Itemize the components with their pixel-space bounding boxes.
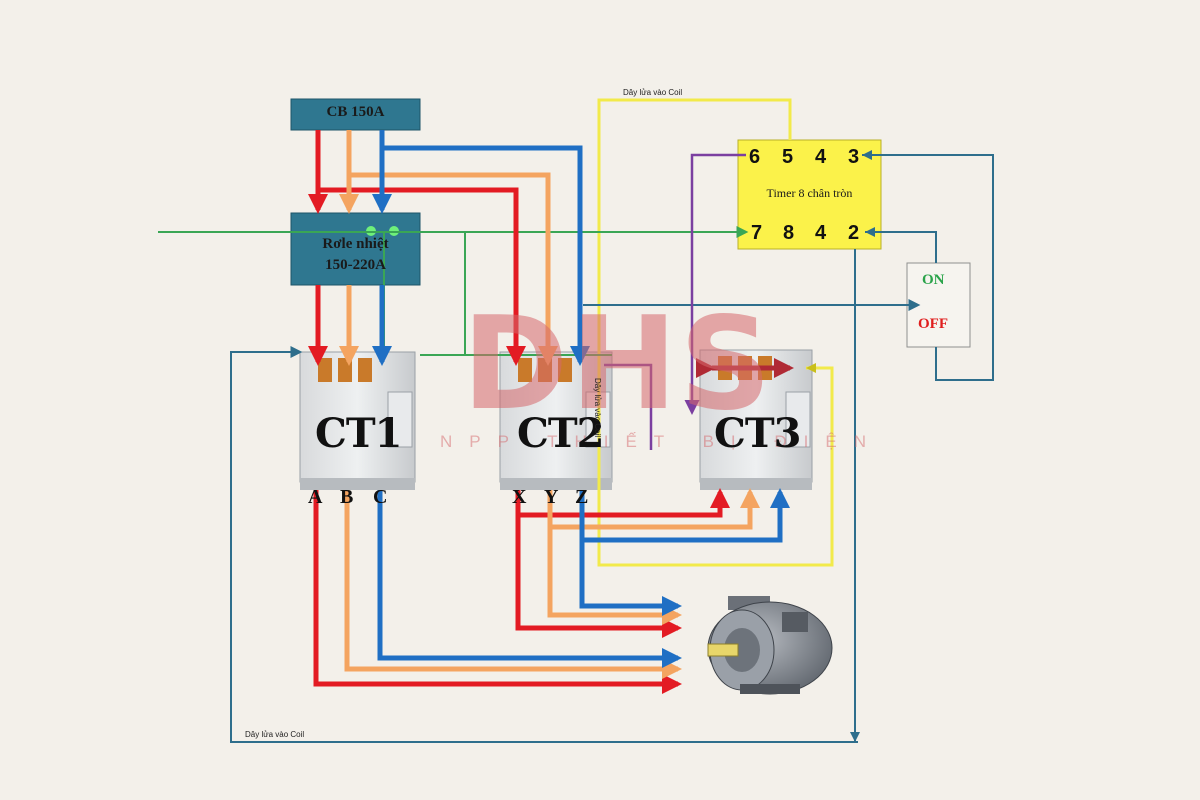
timer-pin-2: 2: [848, 222, 860, 244]
timer-pin-6: 6: [749, 146, 761, 168]
wire-note-ct2: Dây lửa vào Coil: [593, 378, 602, 438]
wire-note-bottom: Dây lửa vào Coil: [245, 730, 305, 739]
timer-pin-7: 7: [751, 222, 763, 244]
purple-wires: [604, 153, 746, 450]
timer-pin-5: 5: [782, 146, 794, 168]
on-button[interactable]: ON: [922, 272, 945, 288]
cb-label: CB 150A: [326, 104, 385, 120]
ct3-label: CT3: [714, 410, 801, 457]
watermark-subtitle: NPP THIẾT BỊ ĐIỆN: [440, 432, 883, 451]
ct1-label: CT1: [315, 410, 402, 457]
relay-label-line2: 150-220A: [325, 257, 386, 273]
watermark-brand: DHS: [462, 290, 774, 439]
timer-box: [737, 139, 882, 250]
steelblue-wires: [230, 154, 994, 743]
steelblue-arrowhead-3: [850, 732, 860, 742]
terminal-y: Y: [544, 486, 559, 508]
steelblue-arrowhead-2: [865, 227, 875, 237]
motor-image: [707, 596, 833, 695]
ct2-label: CT2: [517, 410, 604, 457]
timer-pin-4: 4: [815, 146, 827, 168]
timer-pin-3: 3: [848, 146, 860, 168]
terminal-c: C: [373, 486, 388, 508]
terminal-b: B: [340, 486, 354, 508]
relay-label-line1: Rơle nhiệt: [322, 236, 389, 252]
terminal-a: A: [308, 486, 323, 508]
yellow-arrowhead: [806, 363, 816, 373]
timer-label: Timer 8 chân tròn: [766, 186, 853, 200]
cb-box: [290, 98, 421, 131]
orange-wires: [339, 130, 760, 679]
off-button[interactable]: OFF: [918, 316, 948, 332]
relay-box: [290, 212, 421, 286]
timer-pin-8: 8: [783, 222, 795, 244]
steelblue-arrowhead-1: [862, 150, 872, 160]
contactor-ct2-body: [499, 351, 613, 490]
yellow-wires: [597, 98, 834, 567]
blue-wires: [372, 130, 790, 668]
wire-note-top: Dây lửa vào Coil: [623, 88, 683, 97]
timer-pin-4b: 4: [815, 222, 827, 244]
terminal-x: X: [512, 486, 527, 508]
terminal-z: Z: [575, 486, 589, 508]
